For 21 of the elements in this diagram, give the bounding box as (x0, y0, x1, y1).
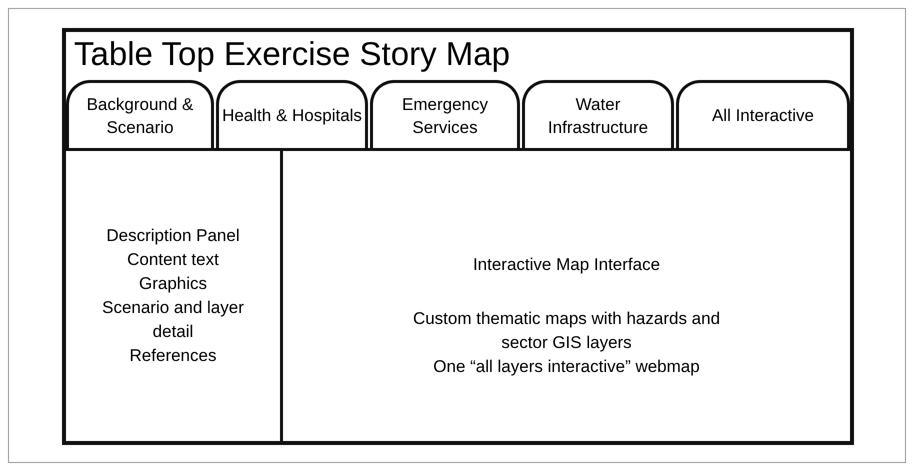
title: Table Top Exercise Story Map (74, 34, 510, 74)
tab (216, 80, 368, 148)
panel-text: Description Panel (106, 225, 240, 247)
panel-text: References (130, 345, 216, 367)
panel-text: Content text (127, 249, 219, 271)
tab-label: Water Infrastructure (546, 94, 650, 138)
tab (66, 80, 214, 148)
tab-label: Health & Hospitals (222, 105, 362, 127)
tab-label: Emergency Services (401, 94, 489, 138)
tab (370, 80, 520, 148)
panel-text: Scenario and layer detail (101, 297, 245, 343)
panel-text: Custom thematic maps with hazards and sector GIS layers (412, 308, 722, 354)
tab-label: All Interactive (712, 105, 814, 127)
tab-label: Background & Scenario (86, 94, 194, 138)
tab (676, 80, 850, 148)
tab (522, 80, 674, 148)
wireframe-frame (62, 28, 854, 445)
description-panel (66, 148, 283, 441)
panel-text: Graphics (138, 273, 208, 295)
panel-text: Interactive Map Interface (472, 254, 660, 276)
panel-text: One “all layers interactive” webmap (433, 356, 700, 378)
